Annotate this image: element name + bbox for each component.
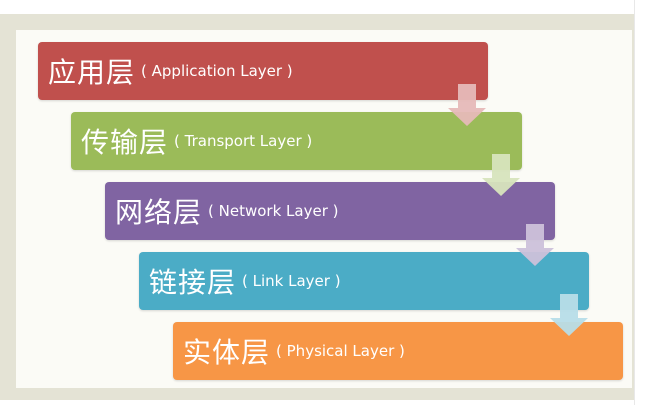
layer-cn-label: 网络层	[115, 196, 203, 229]
layer-network: 网络层 ( Network Layer )	[105, 182, 555, 240]
down-arrow-icon	[480, 154, 524, 198]
layer-physical: 实体层 ( Physical Layer )	[173, 322, 623, 380]
layer-cn-label: 链接层	[149, 266, 237, 299]
scrollbar-track[interactable]	[634, 0, 650, 405]
layer-transport: 传输层 ( Transport Layer )	[71, 112, 522, 170]
layer-cn-label: 应用层	[48, 56, 136, 89]
layer-en-label: ( Application Layer )	[141, 62, 293, 80]
down-arrow-icon	[548, 294, 592, 338]
layer-en-label: ( Transport Layer )	[174, 132, 313, 150]
layer-link: 链接层 ( Link Layer )	[139, 252, 589, 310]
layer-cn-label: 传输层	[81, 126, 169, 159]
down-arrow-icon	[514, 224, 558, 268]
layer-en-label: ( Physical Layer )	[276, 342, 405, 360]
bottom-edge	[0, 400, 634, 405]
layer-en-label: ( Network Layer )	[208, 202, 339, 220]
layer-application: 应用层 ( Application Layer )	[38, 42, 488, 100]
down-arrow-icon	[446, 84, 490, 128]
layer-en-label: ( Link Layer )	[242, 272, 341, 290]
layer-cn-label: 实体层	[183, 336, 271, 369]
